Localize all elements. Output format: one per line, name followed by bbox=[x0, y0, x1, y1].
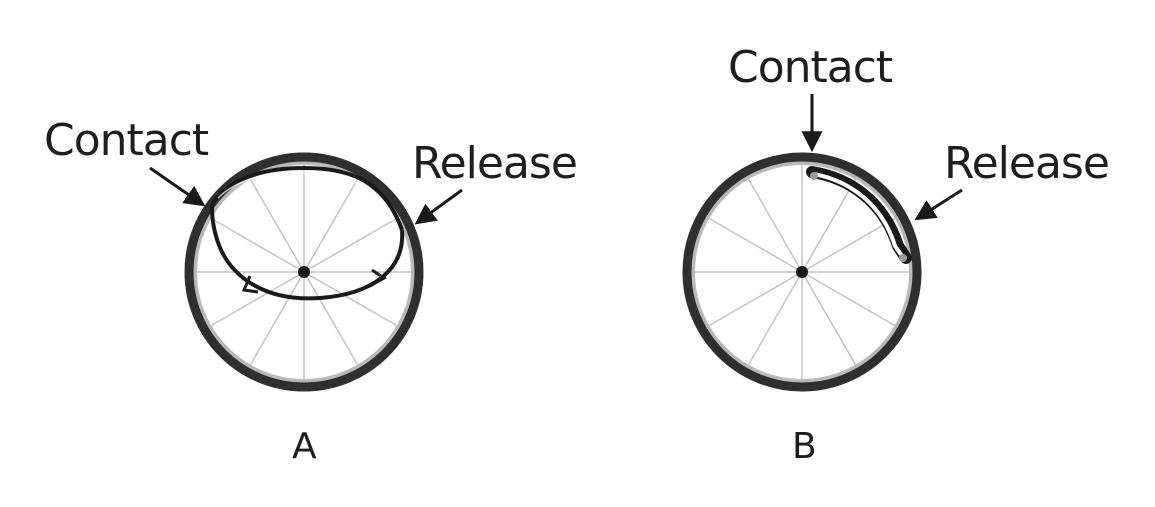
release-label-a: Release bbox=[412, 138, 577, 189]
spoke bbox=[802, 179, 856, 272]
spoke bbox=[749, 272, 803, 365]
spoke bbox=[709, 272, 802, 326]
spoke bbox=[802, 219, 895, 273]
wheel-b bbox=[687, 157, 917, 387]
release-label-b: Release bbox=[944, 138, 1109, 189]
release-arrow-b bbox=[918, 190, 962, 218]
contact-label-b: Contact bbox=[728, 42, 893, 93]
panel-letter-b: B bbox=[792, 426, 817, 467]
wheel-a-hub bbox=[298, 266, 310, 278]
panel-a: Contact Release A bbox=[44, 115, 577, 467]
spoke bbox=[251, 179, 305, 272]
wheel-b-hub bbox=[796, 266, 808, 278]
spoke bbox=[802, 272, 895, 326]
spoke bbox=[709, 219, 802, 273]
contact-point-b bbox=[810, 172, 818, 180]
contact-arrow-a bbox=[150, 168, 202, 204]
spoke bbox=[304, 179, 358, 272]
release-arrow-a bbox=[418, 190, 462, 222]
push-phase-path-b bbox=[812, 172, 906, 258]
spoke bbox=[802, 272, 856, 365]
spoke bbox=[304, 272, 358, 365]
spoke bbox=[211, 219, 304, 273]
panel-b: Contact Release B bbox=[687, 42, 1109, 467]
panel-letter-a: A bbox=[292, 426, 317, 467]
stroke-pattern-b bbox=[810, 172, 907, 262]
spoke bbox=[304, 219, 397, 273]
spoke bbox=[749, 179, 803, 272]
contact-label-a: Contact bbox=[44, 115, 209, 166]
release-point-b bbox=[899, 254, 907, 262]
